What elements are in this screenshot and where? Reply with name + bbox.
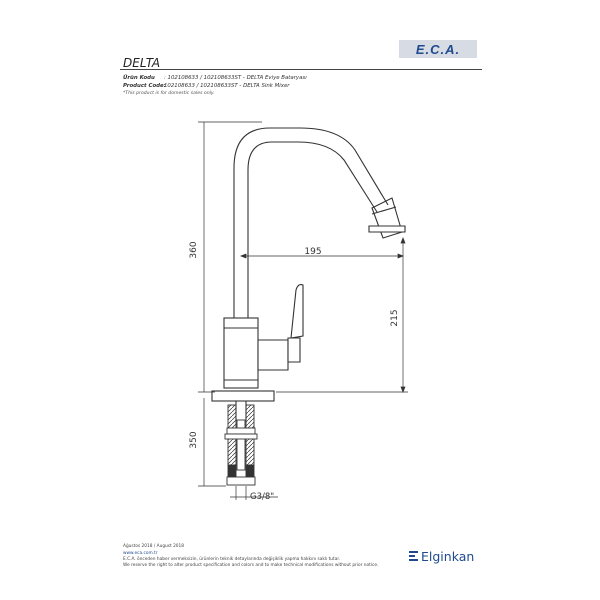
eca-logo-text: E.C.A. xyxy=(415,41,461,57)
dimension-connection xyxy=(230,486,278,500)
dimension-spout-reach xyxy=(240,253,404,259)
footer-disclaimer-tr: E.C.A. önceden haber vermeksizin, ürünle… xyxy=(123,557,341,562)
dimension-below-counter xyxy=(198,398,226,487)
dimension-360-label: 360 xyxy=(189,241,199,258)
dimension-215-label: 215 xyxy=(390,309,400,326)
product-code-tr-value: : 102108633 / 102108633ST - DELTA Eviye … xyxy=(164,75,307,81)
mounting-rods xyxy=(224,404,258,486)
dimension-total-height xyxy=(198,121,262,393)
elginkan-logo: Elginkan xyxy=(409,547,474,565)
domestic-sales-note: *This product is for domestic sales only… xyxy=(123,91,215,96)
product-code-tr-label: Ürün Kodu xyxy=(123,75,155,81)
product-code-en-label: Product Code: xyxy=(123,83,166,89)
faucet-outline xyxy=(211,127,406,420)
footer-website[interactable]: www.eca.com.tr xyxy=(123,551,158,556)
dimension-spout-height xyxy=(276,237,408,393)
header-rule xyxy=(120,69,482,70)
product-code-en: Product Code:102108633 / 102108633ST - D… xyxy=(123,83,290,89)
footer-disclaimer-en: We reserve the right to alter product sp… xyxy=(123,563,379,568)
elginkan-mark-icon xyxy=(409,551,418,561)
product-code-tr: Ürün Kodu : 102108633 / 102108633ST - DEL… xyxy=(123,75,307,81)
dimension-195-label: 195 xyxy=(304,247,321,257)
elginkan-wordmark: Elginkan xyxy=(421,548,475,564)
eca-logo: E.C.A. xyxy=(399,40,477,58)
footer-date: Ağustos 2018 / August 2018 xyxy=(123,544,184,549)
product-code-en-value: 102108633 / 102108633ST - DELTA Sink Mix… xyxy=(164,83,290,89)
dimension-350-label: 350 xyxy=(189,431,199,448)
dimension-g38-label: G3/8" xyxy=(250,492,274,502)
product-title: DELTA xyxy=(123,56,161,70)
